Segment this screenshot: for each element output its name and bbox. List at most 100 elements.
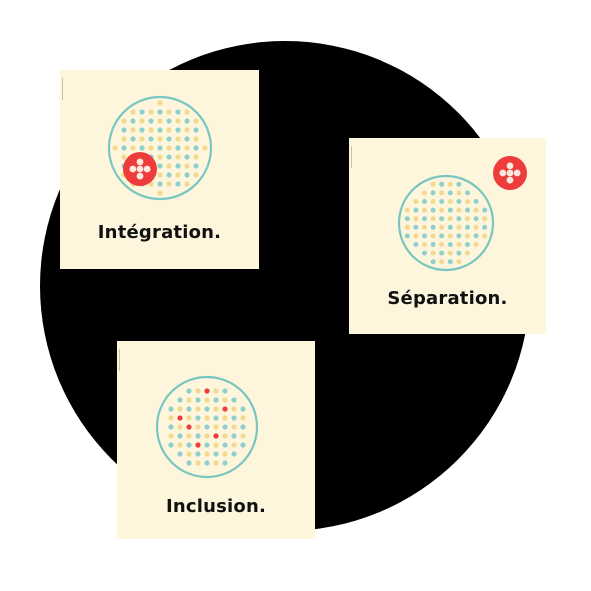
member-dot [195, 388, 201, 394]
member-dot [447, 233, 453, 239]
member-dot [430, 199, 436, 204]
member-dot [168, 433, 174, 439]
member-dot [222, 388, 228, 394]
member-dot [166, 127, 172, 133]
member-dot [456, 199, 462, 204]
member-dot [195, 415, 201, 421]
member-dot [430, 233, 436, 239]
member-dot [157, 172, 163, 178]
member-dot [482, 216, 488, 222]
minority-dot [195, 442, 201, 448]
cluster-member-dot [136, 158, 144, 166]
member-dot [240, 424, 246, 430]
member-dot [166, 172, 172, 178]
cluster-member-dot [143, 165, 151, 173]
cluster-member-dot [136, 172, 144, 180]
member-dot [473, 199, 479, 204]
member-dot [204, 406, 210, 412]
group-ring [397, 174, 495, 272]
member-dot [175, 109, 181, 115]
member-dot [456, 190, 462, 196]
member-dot [404, 216, 410, 222]
member-dot [465, 233, 470, 239]
member-dot [413, 233, 419, 239]
member-dot [447, 250, 453, 256]
member-dot [157, 154, 163, 160]
member-dot [447, 181, 453, 187]
member-dot [121, 136, 127, 142]
member-dot [121, 145, 127, 151]
minority-dot [222, 406, 228, 412]
member-dot [231, 451, 237, 457]
member-dot [240, 433, 246, 439]
member-dot [186, 415, 192, 421]
member-dot [157, 118, 163, 124]
member-dot [222, 460, 228, 466]
member-dot [157, 145, 163, 151]
member-dot [184, 136, 190, 142]
member-dot [186, 388, 192, 394]
integration-dot-circle [107, 95, 213, 201]
member-dot [465, 207, 470, 213]
member-dot [430, 207, 436, 213]
member-dot [193, 118, 199, 124]
member-dot [195, 433, 201, 439]
member-dot [184, 109, 190, 115]
member-dot [422, 207, 427, 213]
member-dot [195, 451, 201, 457]
member-dot [447, 216, 453, 222]
member-dot [213, 397, 219, 403]
member-dot [430, 250, 436, 256]
member-dot [222, 433, 228, 439]
member-dot [177, 397, 183, 403]
member-dot [413, 224, 419, 230]
member-dot [240, 442, 246, 448]
cluster-member-dot [513, 169, 521, 177]
cluster-member-dot [136, 165, 144, 173]
cluster-member-dot [499, 169, 507, 177]
member-dot [222, 397, 228, 403]
member-dot [184, 163, 190, 169]
member-dot [148, 136, 154, 142]
inclusion-group-illustration [155, 375, 259, 479]
member-dot [422, 190, 427, 196]
member-dot [202, 145, 208, 151]
member-dot [121, 127, 127, 133]
member-dot [175, 118, 181, 124]
member-dot [175, 181, 181, 187]
member-dot [130, 136, 136, 142]
member-dot [184, 145, 190, 151]
member-dot [157, 127, 163, 133]
member-dot [456, 233, 462, 239]
member-dot [195, 424, 201, 430]
member-dot [213, 451, 219, 457]
member-dot [204, 424, 210, 430]
member-dot [175, 172, 181, 178]
member-dot [213, 442, 219, 448]
member-dot [231, 424, 237, 430]
member-dot [482, 224, 488, 230]
member-dot [166, 145, 172, 151]
inclusion-card: Inclusion. [117, 341, 315, 539]
member-dot [222, 442, 228, 448]
member-dot [456, 242, 462, 247]
member-dot [422, 224, 427, 230]
member-dot [231, 442, 237, 448]
member-dot [439, 233, 445, 239]
member-dot [404, 233, 410, 239]
member-dot [447, 190, 453, 196]
member-dot [177, 451, 183, 457]
member-dot [148, 118, 154, 124]
group-ring [155, 375, 259, 479]
member-dot [184, 181, 190, 187]
member-dot [473, 207, 479, 213]
integration-card: Intégration. [60, 70, 259, 269]
member-dot [184, 127, 190, 133]
member-dot [157, 163, 163, 169]
member-dot [404, 224, 410, 230]
member-dot [186, 397, 192, 403]
member-dot [422, 199, 427, 204]
member-dot [439, 242, 445, 247]
member-dot [204, 442, 210, 448]
